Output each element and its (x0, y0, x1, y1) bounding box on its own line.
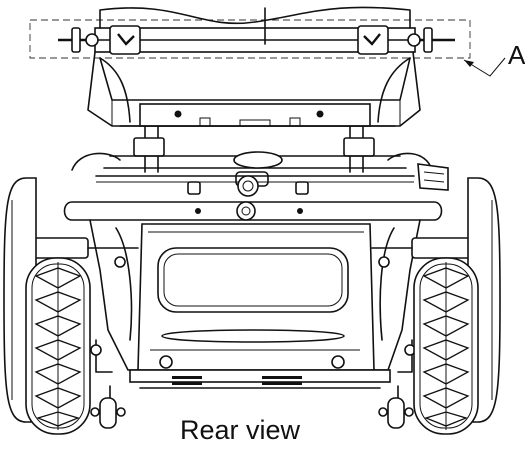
left-tread-pattern (34, 267, 82, 427)
center-bolt (236, 201, 256, 221)
callout-label-a: A (508, 40, 525, 70)
right-drive-wheel (413, 257, 479, 435)
left-fender (71, 152, 121, 171)
right-pin-knob (423, 27, 433, 53)
battery-window (157, 247, 349, 313)
right-control-box (417, 163, 449, 191)
under-seat-plate (139, 103, 371, 127)
right-seat-bracket (357, 25, 389, 55)
seat-pan-top (99, 6, 411, 29)
hitch-bolt (237, 175, 259, 197)
left-seat-bracket (109, 25, 141, 55)
left-suspension (21, 237, 139, 406)
view-caption: Rear view (180, 415, 301, 445)
left-caster-wheel (90, 397, 126, 429)
right-caster-wheel (378, 397, 414, 429)
seat-carriage (29, 6, 471, 127)
handle-slot (161, 329, 345, 343)
mid-frame (71, 125, 449, 197)
callout-leader (463, 57, 506, 77)
rear-crossbar (63, 201, 443, 221)
seat-rail-reference-outline (29, 19, 471, 59)
left-pin-knob (71, 27, 81, 53)
left-drive-wheel (25, 257, 91, 435)
skid-vents (172, 376, 302, 385)
motor-housing (233, 151, 283, 169)
lower-body (89, 219, 421, 389)
